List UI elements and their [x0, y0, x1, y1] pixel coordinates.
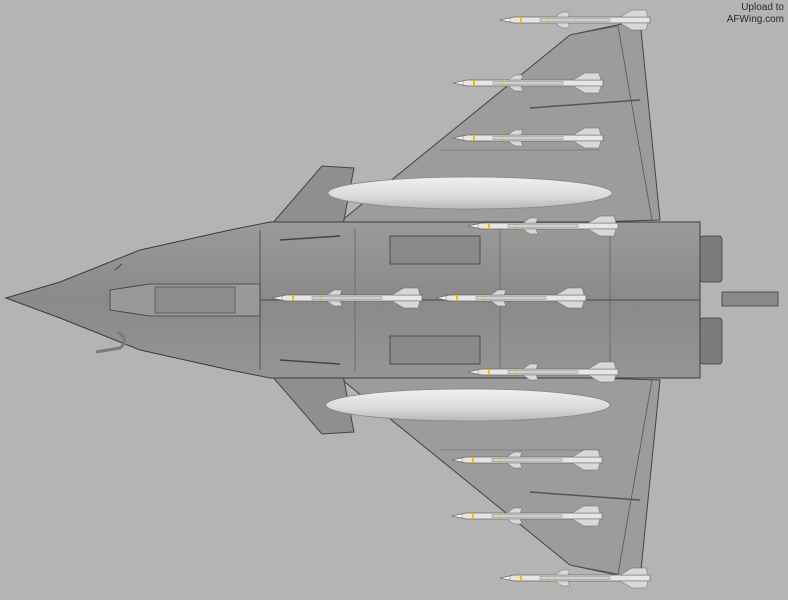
watermark-line-2: AFWing.com	[726, 14, 784, 25]
engine-nozzles	[699, 235, 779, 365]
missile-1	[499, 9, 651, 31]
missile-10	[499, 567, 651, 589]
drop-tank-upper	[327, 176, 613, 210]
watermark-line-1: Upload to	[741, 2, 784, 13]
watermark: Upload to AFWing.com	[727, 2, 784, 26]
drop-tank-lower	[325, 388, 611, 422]
